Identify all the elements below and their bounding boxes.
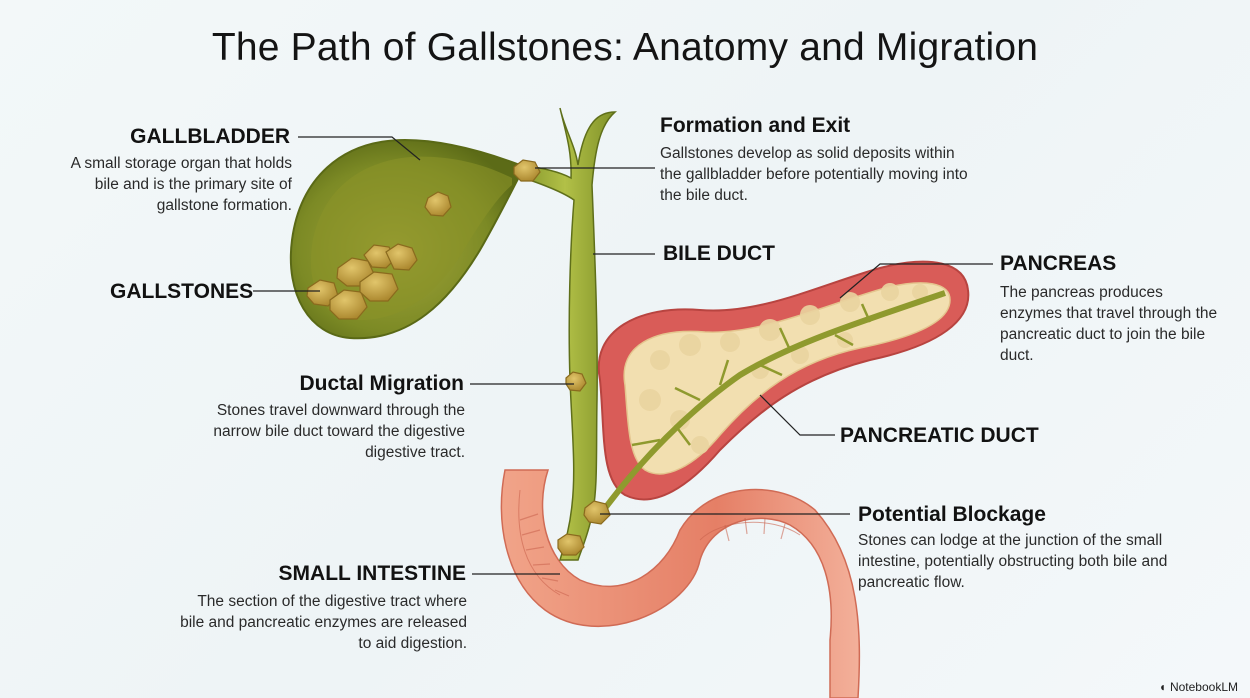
bile-duct-label: BILE DUCT [663, 242, 775, 265]
leader-lines [253, 136, 993, 575]
migrating-stones [513, 159, 611, 556]
ductal-migration-heading: Ductal Migration [299, 372, 464, 395]
gallbladder-label: GALLBLADDER [130, 125, 290, 148]
brand-watermark: ◖ NotebookLM [1159, 680, 1238, 694]
pancreatic-duct-label: PANCREATIC DUCT [840, 424, 1039, 447]
formation-heading: Formation and Exit [660, 114, 851, 137]
brand-label: NotebookLM [1169, 680, 1238, 694]
gallstones-label: GALLSTONES [110, 280, 254, 303]
pancreas-label: PANCREAS [1000, 252, 1117, 275]
pancreas-description: The pancreas produces enzymes that trave… [1000, 284, 1218, 364]
ductal-migration-description: Stones travel downward through the narro… [213, 402, 465, 461]
blockage-heading: Potential Blockage [858, 503, 1046, 526]
gallbladder-description: A small storage organ that holds bile an… [70, 155, 292, 214]
blockage-description: Stones can lodge at the junction of the … [858, 532, 1168, 591]
diagram-title: The Path of Gallstones: Anatomy and Migr… [211, 26, 1039, 69]
small-intestine-label: SMALL INTESTINE [278, 562, 466, 585]
notebooklm-icon: ◖ [1158, 680, 1166, 694]
gallstones-cluster [306, 191, 452, 320]
pancreas-shape [597, 260, 970, 517]
biliary-tree-shape [289, 107, 618, 561]
formation-description: Gallstones develop as solid deposits wit… [660, 145, 968, 204]
small-intestine-shape [500, 469, 861, 698]
small-intestine-description: The section of the digestive tract where… [180, 593, 467, 652]
